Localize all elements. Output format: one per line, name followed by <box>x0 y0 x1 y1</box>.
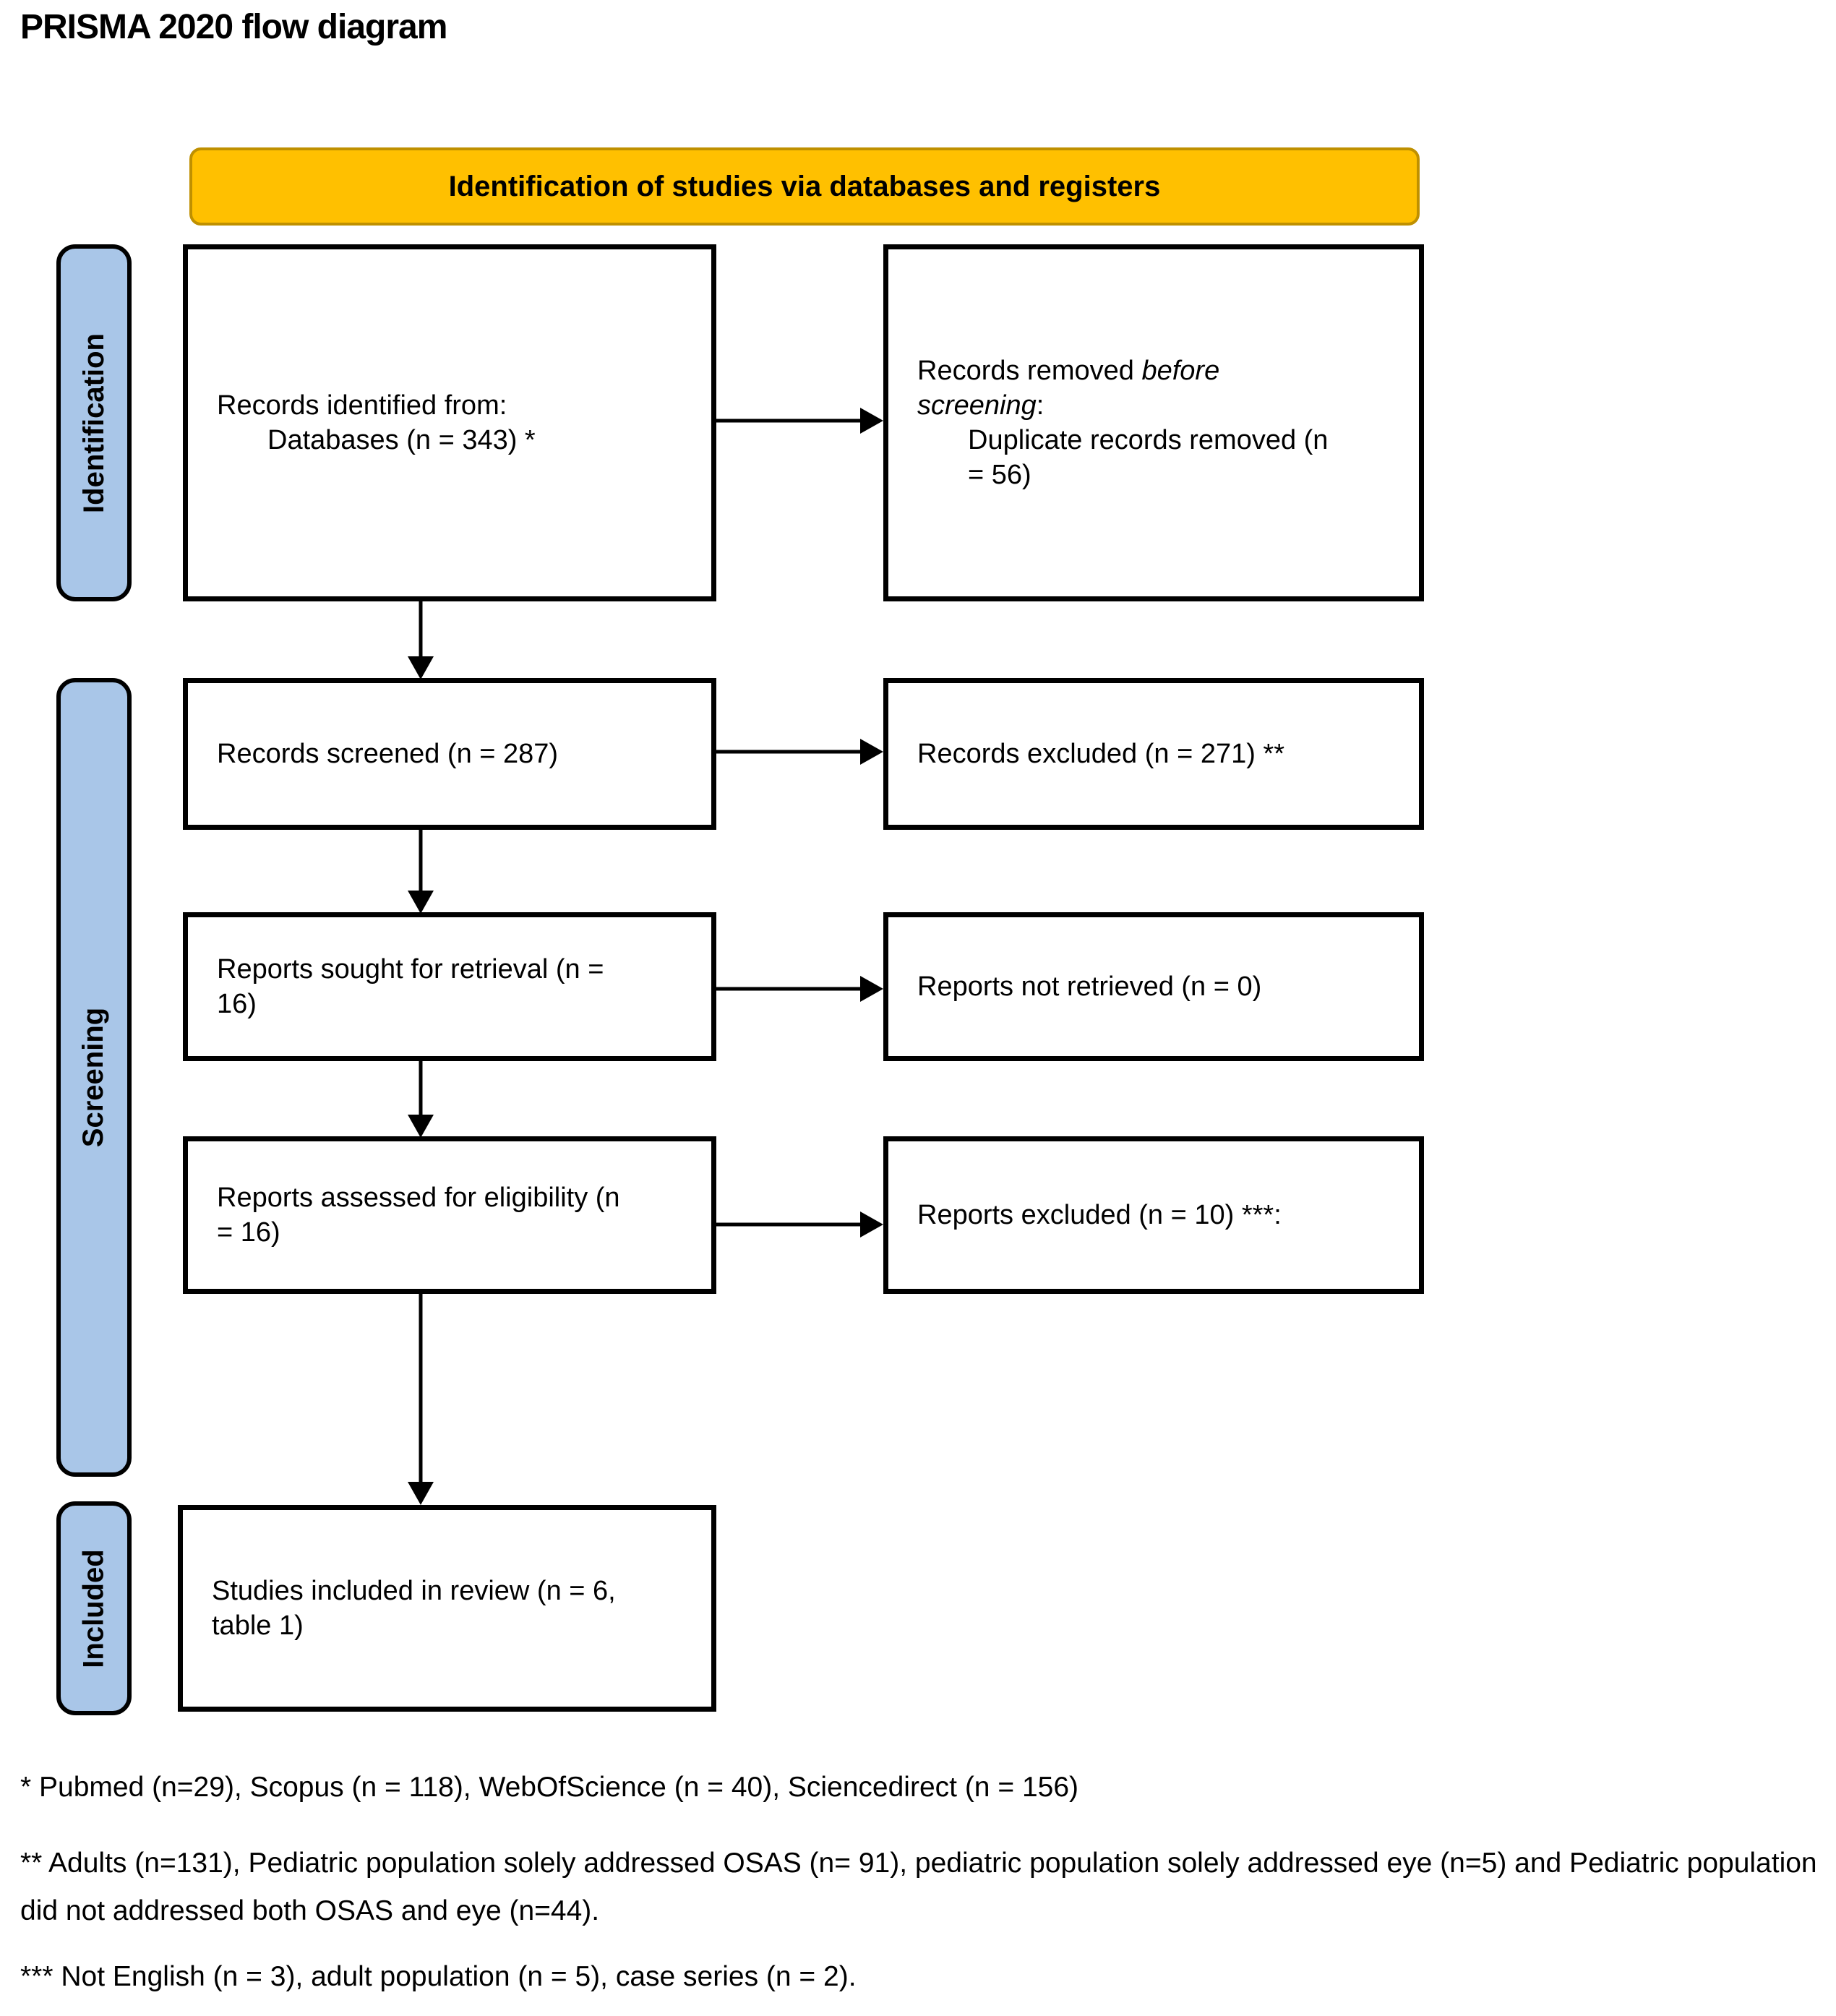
box-reports-assessed-line2: = 16) <box>217 1217 280 1248</box>
records-removed-line1-italic: before <box>1141 356 1220 386</box>
arrow-screened-to-excluded <box>716 739 883 765</box>
records-removed-line2-italic: screening <box>917 390 1037 421</box>
box-reports-assessed: Reports assessed for eligibility (n = 16… <box>183 1136 716 1294</box>
box-reports-sought-line2: 16) <box>217 989 257 1019</box>
records-removed-line1-normal: Records removed <box>917 356 1142 386</box>
box-records-removed-line2: screening: <box>917 388 1399 423</box>
arrow-assessed-to-reports-excluded <box>716 1211 883 1238</box>
box-studies-included-line1: Studies included in review (n = 6, <box>212 1576 616 1606</box>
footnote-databases: * Pubmed (n=29), Scopus (n = 118), WebOf… <box>20 1772 1079 1803</box>
box-records-removed-line3: Duplicate records removed (n <box>968 425 1329 455</box>
arrow-assessed-to-included <box>408 1294 434 1505</box>
box-records-identified-line1: Records identified from: <box>217 390 507 421</box>
arrow-identified-to-screened <box>408 601 434 679</box>
box-records-removed: Records removed before screening: Duplic… <box>883 244 1424 601</box>
box-records-identified: Records identified from: Databases (n = … <box>183 244 716 601</box>
box-reports-excluded-text: Reports excluded (n = 10) ***: <box>917 1200 1282 1230</box>
box-records-excluded: Records excluded (n = 271) ** <box>883 678 1424 830</box>
stage-included-label: Included <box>77 1548 110 1668</box>
box-records-removed-line4: = 56) <box>968 460 1031 490</box>
stage-screening-label: Screening <box>77 1007 110 1148</box>
box-reports-not-retrieved: Reports not retrieved (n = 0) <box>883 912 1424 1061</box>
records-removed-line2-suffix: : <box>1036 390 1044 421</box>
arrow-screened-to-sought <box>408 830 434 914</box>
box-reports-assessed-line1: Reports assessed for eligibility (n <box>217 1183 620 1213</box>
arrow-sought-to-not-retrieved <box>716 976 883 1002</box>
stage-screening: Screening <box>56 678 132 1477</box>
stage-included: Included <box>56 1501 132 1715</box>
page-title: PRISMA 2020 flow diagram <box>20 8 447 46</box>
banner-label: Identification of studies via databases … <box>448 170 1161 202</box>
box-records-screened-text: Records screened (n = 287) <box>217 739 559 769</box>
box-records-removed-line1: Records removed before <box>917 353 1399 388</box>
box-reports-excluded: Reports excluded (n = 10) ***: <box>883 1136 1424 1294</box>
footnote-reports-excluded-reasons: *** Not English (n = 3), adult populatio… <box>20 1961 857 1992</box>
footnote-records-excluded-reasons: ** Adults (n=131), Pediatric population … <box>20 1848 1817 1926</box>
stage-identification-label: Identification <box>77 333 110 513</box>
box-records-screened: Records screened (n = 287) <box>183 678 716 830</box>
box-reports-sought: Reports sought for retrieval (n = 16) <box>183 912 716 1061</box>
box-records-identified-line2: Databases (n = 343) * <box>267 425 536 455</box>
box-reports-sought-line1: Reports sought for retrieval (n = <box>217 954 604 985</box>
stage-identification: Identification <box>56 244 132 601</box>
box-studies-included-line2: table 1) <box>212 1610 304 1641</box>
box-studies-included: Studies included in review (n = 6, table… <box>178 1505 716 1712</box>
box-records-excluded-text: Records excluded (n = 271) ** <box>917 739 1285 769</box>
arrow-sought-to-assessed <box>408 1061 434 1138</box>
arrow-identified-to-removed <box>716 408 883 434</box>
banner-databases-registers: Identification of studies via databases … <box>189 147 1420 226</box>
box-reports-not-retrieved-text: Reports not retrieved (n = 0) <box>917 971 1262 1002</box>
